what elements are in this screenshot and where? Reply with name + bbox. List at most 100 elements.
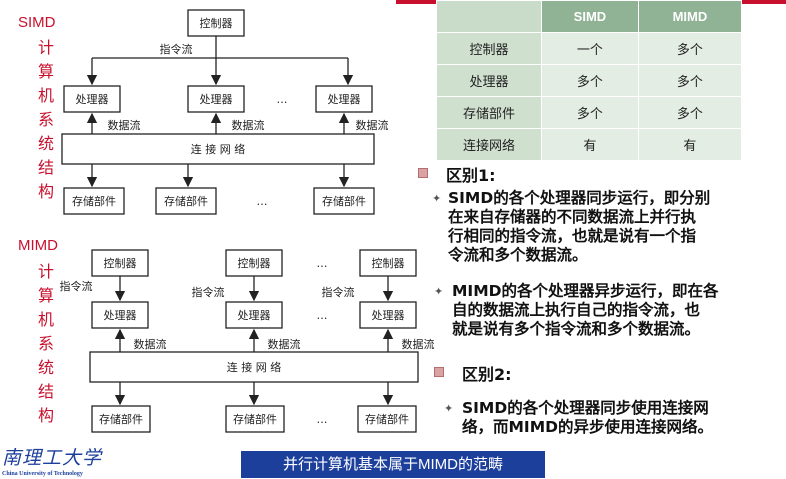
simd-network-box (61, 133, 375, 165)
arrow-bullet-icon: ✦ (434, 285, 444, 298)
mimd-processor-box (225, 301, 283, 329)
simd-storage-box (63, 187, 125, 215)
comparison-table: SIMD MIMD 控制器 一个 多个 处理器 多个 多个 存储部件 多个 多个… (436, 0, 743, 161)
table-row-label: 处理器 (436, 64, 542, 97)
table-corner-cell (436, 0, 542, 33)
table-header-cell: MIMD (637, 0, 743, 33)
diff2-line: 络，而MIMD的异步使用连接网络。 (462, 418, 713, 436)
mimd-data-label: 数据流 (402, 337, 435, 351)
simd-storage-label: 存储部件 (322, 194, 366, 208)
simd-char: 统 (37, 134, 54, 153)
mimd-storage-box (357, 405, 417, 433)
diff2-line: SIMD的各个处理器同步使用连接网 (462, 399, 709, 417)
table-row-label: 存储部件 (436, 96, 542, 129)
mimd-processor-box (91, 301, 149, 329)
simd-char: 计 (37, 38, 54, 57)
simd-char: 机 (37, 86, 54, 105)
square-bullet-icon (434, 367, 444, 377)
mimd-instr-label: 指令流 (322, 285, 355, 299)
table-row: 处理器 多个 多个 (436, 64, 743, 97)
mimd-storage-label: 存储部件 (365, 412, 409, 426)
university-logo-subtitle: China University of Technology (2, 471, 83, 477)
mimd-ellipsis: … (317, 413, 328, 426)
table-row: 存储部件 多个 多个 (436, 96, 743, 129)
simd-storage-label: 存储部件 (72, 194, 116, 208)
mimd-storage-box (91, 405, 151, 433)
mimd-char: 统 (37, 358, 54, 377)
simd-storage-label: 存储部件 (164, 194, 208, 208)
table-row-label: 连接网络 (436, 128, 542, 161)
diff2-paragraph: SIMD的各个处理器同步使用连接网 络，而MIMD的异步使用连接网络。 (462, 399, 713, 437)
diff1b-line: MIMD的各个处理器异步运行，即在各 (452, 282, 719, 300)
diff1-line: 在来自存储器的不同数据流上并行执 (448, 208, 697, 226)
diff1-line: 令流和多个数据流。 (448, 246, 588, 264)
table-row: 控制器 一个 多个 (436, 32, 743, 65)
mimd-char: 结 (37, 382, 54, 401)
simd-processor-label: 处理器 (76, 93, 109, 106)
table-header-row: SIMD MIMD (436, 0, 743, 33)
mimd-char: 构 (37, 406, 54, 425)
mimd-storage-label: 存储部件 (99, 412, 143, 426)
mimd-storage-label: 存储部件 (233, 412, 277, 426)
simd-ellipsis: … (257, 195, 268, 208)
mimd-storage-box (225, 405, 285, 433)
mimd-processor-label: 处理器 (104, 309, 137, 322)
simd-char: 算 (37, 62, 54, 81)
summary-banner: 并行计算机基本属于MIMD的范畴 (241, 451, 545, 478)
table-cell: 多个 (541, 64, 639, 97)
simd-processor-box (63, 85, 121, 113)
simd-vertical-label: 计 算 机 系 统 结 构 (36, 36, 56, 204)
arrow-bullet-icon: ✦ (432, 192, 442, 205)
table-header-cell: SIMD (541, 0, 639, 33)
table-cell: 一个 (541, 32, 639, 65)
simd-processor-box (187, 85, 245, 113)
simd-char: 结 (37, 158, 54, 177)
mimd-data-label: 数据流 (268, 337, 301, 351)
square-bullet-icon (418, 168, 428, 178)
table-cell: 多个 (541, 96, 639, 129)
simd-data-label: 数据流 (232, 118, 265, 132)
table-row: 连接网络 有 有 (436, 128, 743, 161)
simd-char: 构 (37, 182, 54, 201)
simd-title: SIMD (18, 14, 56, 31)
table-cell: 多个 (637, 64, 743, 97)
mimd-data-label: 数据流 (134, 337, 167, 351)
mimd-controller-label: 控制器 (104, 256, 137, 270)
mimd-ellipsis: … (317, 309, 328, 322)
simd-ellipsis: … (277, 93, 288, 106)
diff2-label: 区别2: (462, 365, 512, 384)
mimd-processor-label: 处理器 (238, 309, 271, 322)
mimd-network-label: 连 接 网 络 (227, 360, 282, 374)
diff1-label: 区别1: (446, 166, 496, 185)
simd-data-label: 数据流 (108, 118, 141, 132)
simd-storage-box (313, 187, 375, 215)
simd-diagram: 控制器 指令流 处理器 处理器 处理器 … 数据流 数据流 数据流 连 接 网 … (61, 9, 389, 215)
simd-instr-label: 指令流 (160, 42, 193, 56)
table-cell: 多个 (637, 96, 743, 129)
mimd-char: 机 (37, 310, 54, 329)
mimd-instr-label: 指令流 (60, 279, 93, 293)
diff1b-paragraph: MIMD的各个处理器异步运行，即在各 自的数据流上执行自己的指令流，也 就是说有… (452, 282, 718, 339)
table-cell: 有 (541, 128, 639, 161)
university-logo: 南理工大学 (2, 447, 103, 469)
diff1-paragraph: SIMD的各个处理器同步运行，即分别 在来自存储器的不同数据流上并行执 行相同的… (448, 189, 710, 265)
simd-network-label: 连 接 网 络 (191, 142, 246, 156)
mimd-processor-label: 处理器 (372, 309, 405, 322)
table-row-label: 控制器 (436, 32, 542, 65)
mimd-char: 系 (37, 334, 54, 353)
diff1b-line: 自的数据流上执行自己的指令流，也 (452, 301, 701, 319)
simd-data-label: 数据流 (356, 118, 389, 132)
simd-controller-label: 控制器 (200, 16, 233, 30)
simd-char: 系 (37, 110, 54, 129)
table-cell: 多个 (637, 32, 743, 65)
mimd-diagram: 控制器 控制器 控制器 … 指令流 指令流 指令流 处理器 处理器 处理器 … … (60, 249, 435, 433)
mimd-title: MIMD (18, 237, 58, 254)
simd-processor-label: 处理器 (200, 93, 233, 106)
mimd-processor-box (359, 301, 417, 329)
mimd-controller-label: 控制器 (372, 256, 405, 270)
diff1-line: SIMD的各个处理器同步运行，即分别 (448, 189, 711, 207)
table-cell: 有 (637, 128, 743, 161)
mimd-instr-label: 指令流 (192, 285, 225, 299)
mimd-char: 算 (37, 286, 54, 305)
simd-processor-box (315, 85, 373, 113)
